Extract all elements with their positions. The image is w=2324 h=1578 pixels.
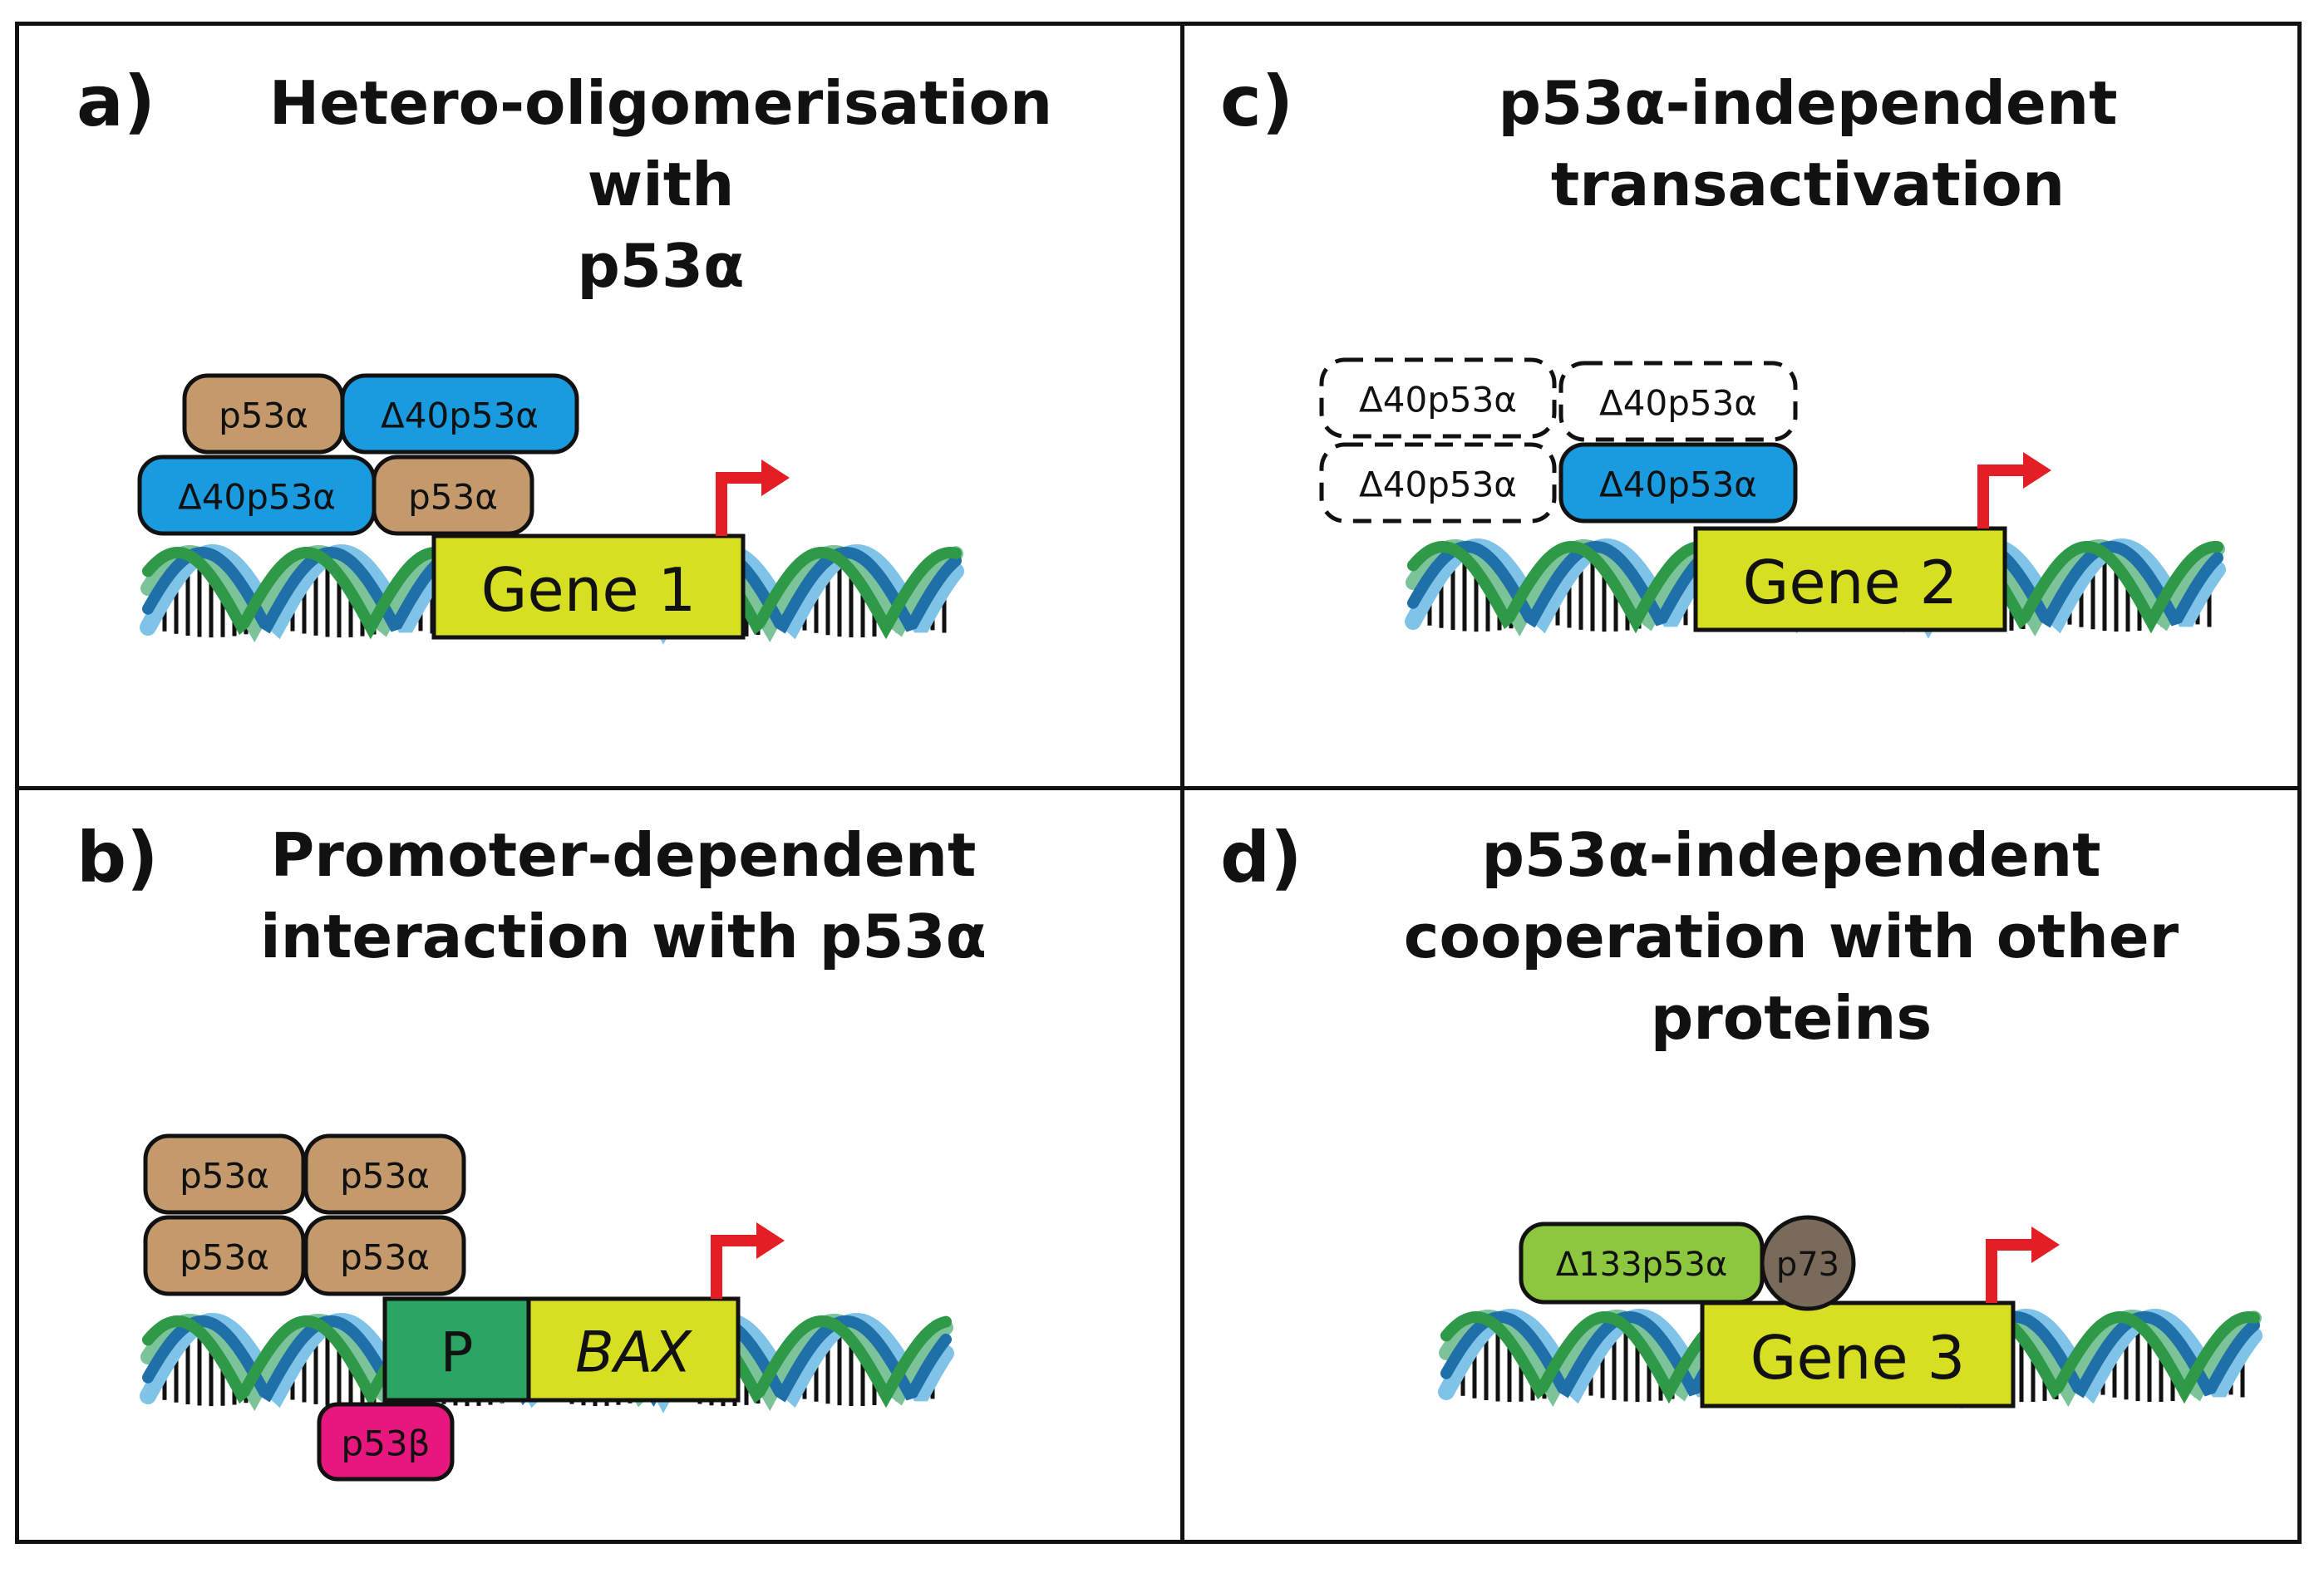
figure-border <box>15 22 2302 1544</box>
panel-c-gene-box <box>1693 526 2007 632</box>
panel-c-letter: c) <box>1220 61 1294 142</box>
panel-b-diagram: P BAX p53α p53α p53α p53α p53β <box>140 1133 954 1482</box>
panel-b-protein-1-label: p53α <box>180 1156 269 1197</box>
panel-d-protein-2-shape <box>1760 1215 1856 1311</box>
panel-a-transcription-arrow <box>716 460 790 536</box>
panel-b-protein-below-shape <box>317 1402 455 1482</box>
panel-a-protein-2-label: Δ40p53α <box>381 396 539 436</box>
panel-d-diagram: Gene 3 Δ133p53α p73 <box>1438 1215 2262 1409</box>
panel-b-transcription-arrow <box>711 1222 785 1299</box>
panel-d-gene-label: Gene 3 <box>1750 1323 1966 1393</box>
panel-a-gene-label: Gene 1 <box>481 555 697 625</box>
panel-a-protein-2-shape <box>340 373 579 455</box>
panel-b-title: Promoter-dependent interaction with p53α <box>260 820 987 971</box>
panel-b-protein-below-label: p53β <box>342 1423 431 1464</box>
panel-b-gene-label: BAX <box>575 1320 692 1386</box>
panel-d-title: p53α-independent cooperation with other … <box>1403 820 2179 1053</box>
panel-c-dashed-protein-1-label: Δ40p53α <box>1359 380 1517 420</box>
panel-c-dashed-protein-3-label: Δ40p53α <box>1359 465 1517 505</box>
panel-c-solid-protein-label: Δ40p53α <box>1599 465 1757 505</box>
panel-c-dashed-protein-1-shape <box>1319 357 1557 439</box>
panel-b-letter: b) <box>76 817 159 898</box>
panel-a-protein-4-label: p53α <box>408 477 498 518</box>
panel-c-solid-protein-shape <box>1558 442 1798 524</box>
panel-b-gene-box <box>526 1296 741 1403</box>
panel-b-protein-4-label: p53α <box>340 1237 430 1278</box>
panel-b-protein-4-shape <box>303 1215 466 1296</box>
panel-a-protein-3-label: Δ40p53α <box>178 477 336 518</box>
horizontal-divider <box>15 786 2302 790</box>
panel-d-protein-2-label: p73 <box>1776 1246 1839 1284</box>
panel-a-protein-1-label: p53α <box>219 396 308 436</box>
panel-c-dashed-protein-2-label: Δ40p53α <box>1599 383 1757 424</box>
panel-d-transcription-arrow <box>1986 1227 2060 1303</box>
panel-c-gene-label: Gene 2 <box>1743 548 1958 617</box>
panel-b-promoter-label: P <box>441 1321 474 1385</box>
panel-a-letter: a) <box>76 61 156 142</box>
panel-d-letter: d) <box>1220 817 1302 898</box>
panel-c-dashed-protein-3-shape <box>1319 442 1557 524</box>
panel-b-protein-3-label: p53α <box>180 1237 269 1278</box>
panel-b-protein-3-shape <box>143 1215 306 1296</box>
panel-c-transcription-arrow <box>1977 452 2051 528</box>
panel-a-title: Hetero-oligomerisation with p53α <box>268 68 1053 301</box>
panel-b-protein-2-shape <box>303 1133 466 1215</box>
panel-d-gene-box <box>1700 1300 2016 1408</box>
panel-a-protein-4-shape <box>372 455 534 536</box>
panel-a-gene-box <box>431 533 746 640</box>
panel-c-title: p53α-independent transactivation <box>1498 68 2118 219</box>
panel-c-dashed-protein-2-shape <box>1558 361 1798 442</box>
vertical-divider <box>1180 22 1184 1544</box>
panel-b-protein-2-label: p53α <box>340 1156 430 1197</box>
panel-d-protein-1-label: Δ133p53α <box>1556 1246 1727 1284</box>
panel-b-protein-1-shape <box>143 1133 306 1215</box>
